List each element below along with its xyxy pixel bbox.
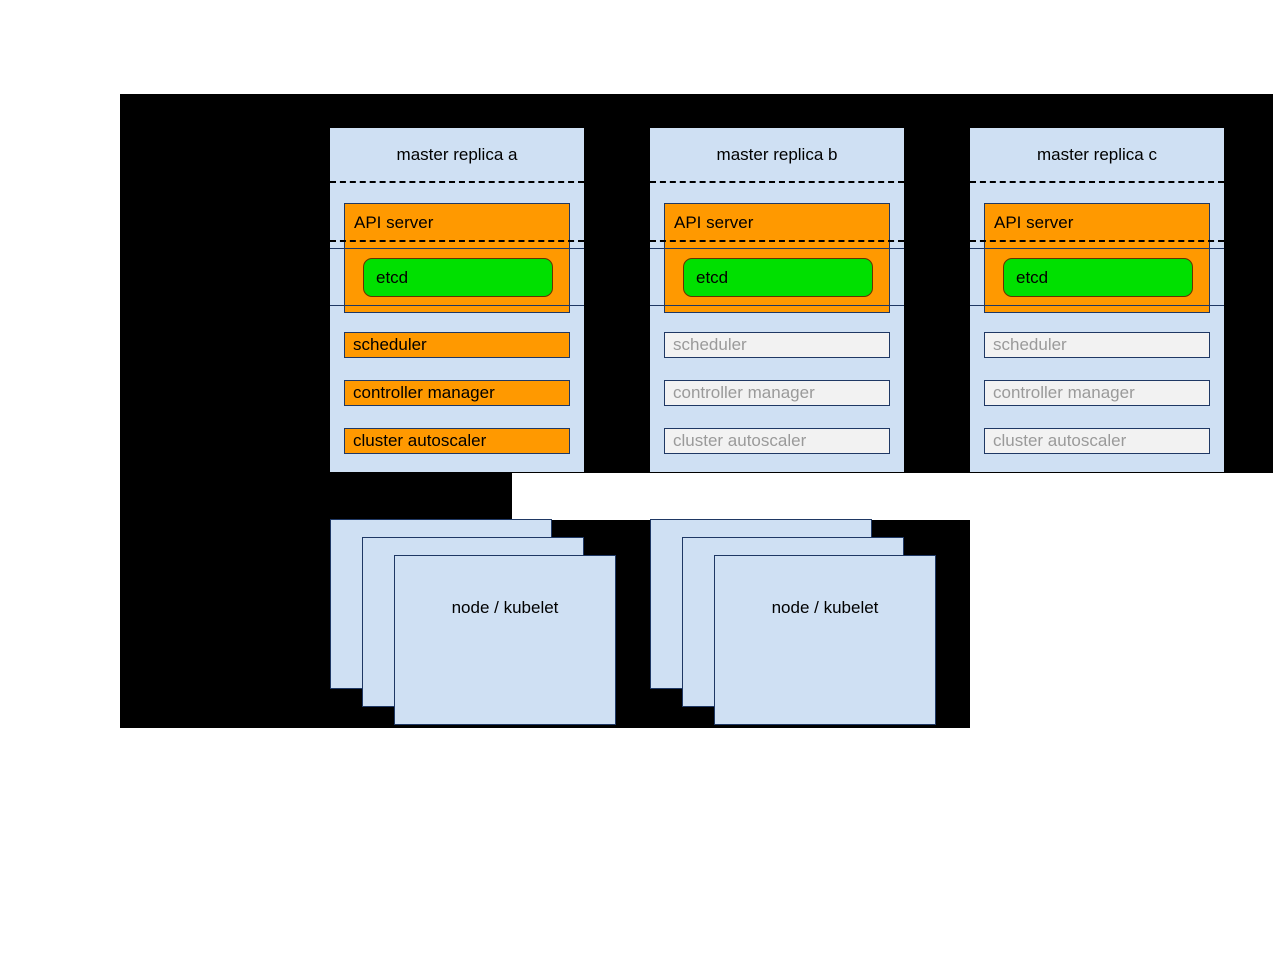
etcd-box-c[interactable]: etcd (1003, 258, 1193, 297)
master-replica-title-a: master replica a (396, 145, 518, 164)
replica-divider-a-2 (330, 240, 584, 242)
component-cluster-autoscaler-a[interactable]: cluster autoscaler (344, 428, 570, 454)
replica-rule-b-1 (650, 248, 904, 249)
replica-divider-b-1 (650, 181, 904, 183)
component-scheduler-b[interactable]: scheduler (664, 332, 890, 358)
replica-rule-c-1 (970, 248, 1224, 249)
etcd-label-c: etcd (1016, 268, 1049, 287)
component-controller-manager-b[interactable]: controller manager (664, 380, 890, 406)
component-scheduler-c[interactable]: scheduler (984, 332, 1210, 358)
replica-divider-b-2 (650, 240, 904, 242)
api-server-block-b[interactable]: API server etcd (664, 203, 890, 313)
api-server-label-a: API server (354, 213, 434, 232)
component-cluster-autoscaler-b[interactable]: cluster autoscaler (664, 428, 890, 454)
replica-rule-a-2 (330, 305, 584, 306)
replica-rule-a-1 (330, 248, 584, 249)
backdrop-plate-left (120, 473, 512, 520)
master-replica-card-a[interactable]: master replica a API server etcd schedul… (330, 128, 584, 472)
node-card-front-2[interactable]: node / kubelet (714, 555, 936, 725)
component-controller-manager-a[interactable]: controller manager (344, 380, 570, 406)
node-label-1: node / kubelet (451, 598, 559, 617)
master-replica-title-b: master replica b (716, 145, 838, 164)
component-cluster-autoscaler-c[interactable]: cluster autoscaler (984, 428, 1210, 454)
api-server-block-a[interactable]: API server etcd (344, 203, 570, 313)
replica-divider-a-1 (330, 181, 584, 183)
master-replica-card-c[interactable]: master replica c API server etcd schedul… (970, 128, 1224, 472)
api-server-block-c[interactable]: API server etcd (984, 203, 1210, 313)
etcd-box-a[interactable]: etcd (363, 258, 553, 297)
master-replica-card-b[interactable]: master replica b API server etcd schedul… (650, 128, 904, 472)
replica-divider-c-1 (970, 181, 1224, 183)
etcd-label-b: etcd (696, 268, 729, 287)
node-label-2: node / kubelet (771, 598, 879, 617)
component-scheduler-a[interactable]: scheduler (344, 332, 570, 358)
node-card-front-1[interactable]: node / kubelet (394, 555, 616, 725)
node-stack-1[interactable]: node / kubelet (330, 519, 620, 729)
api-server-label-b: API server (674, 213, 754, 232)
etcd-box-b[interactable]: etcd (683, 258, 873, 297)
component-controller-manager-c[interactable]: controller manager (984, 380, 1210, 406)
etcd-label-a: etcd (376, 268, 409, 287)
replica-rule-c-2 (970, 305, 1224, 306)
node-stack-2[interactable]: node / kubelet (650, 519, 940, 729)
replica-divider-c-2 (970, 240, 1224, 242)
api-server-label-c: API server (994, 213, 1074, 232)
replica-rule-b-2 (650, 305, 904, 306)
master-replica-title-c: master replica c (1037, 145, 1157, 164)
